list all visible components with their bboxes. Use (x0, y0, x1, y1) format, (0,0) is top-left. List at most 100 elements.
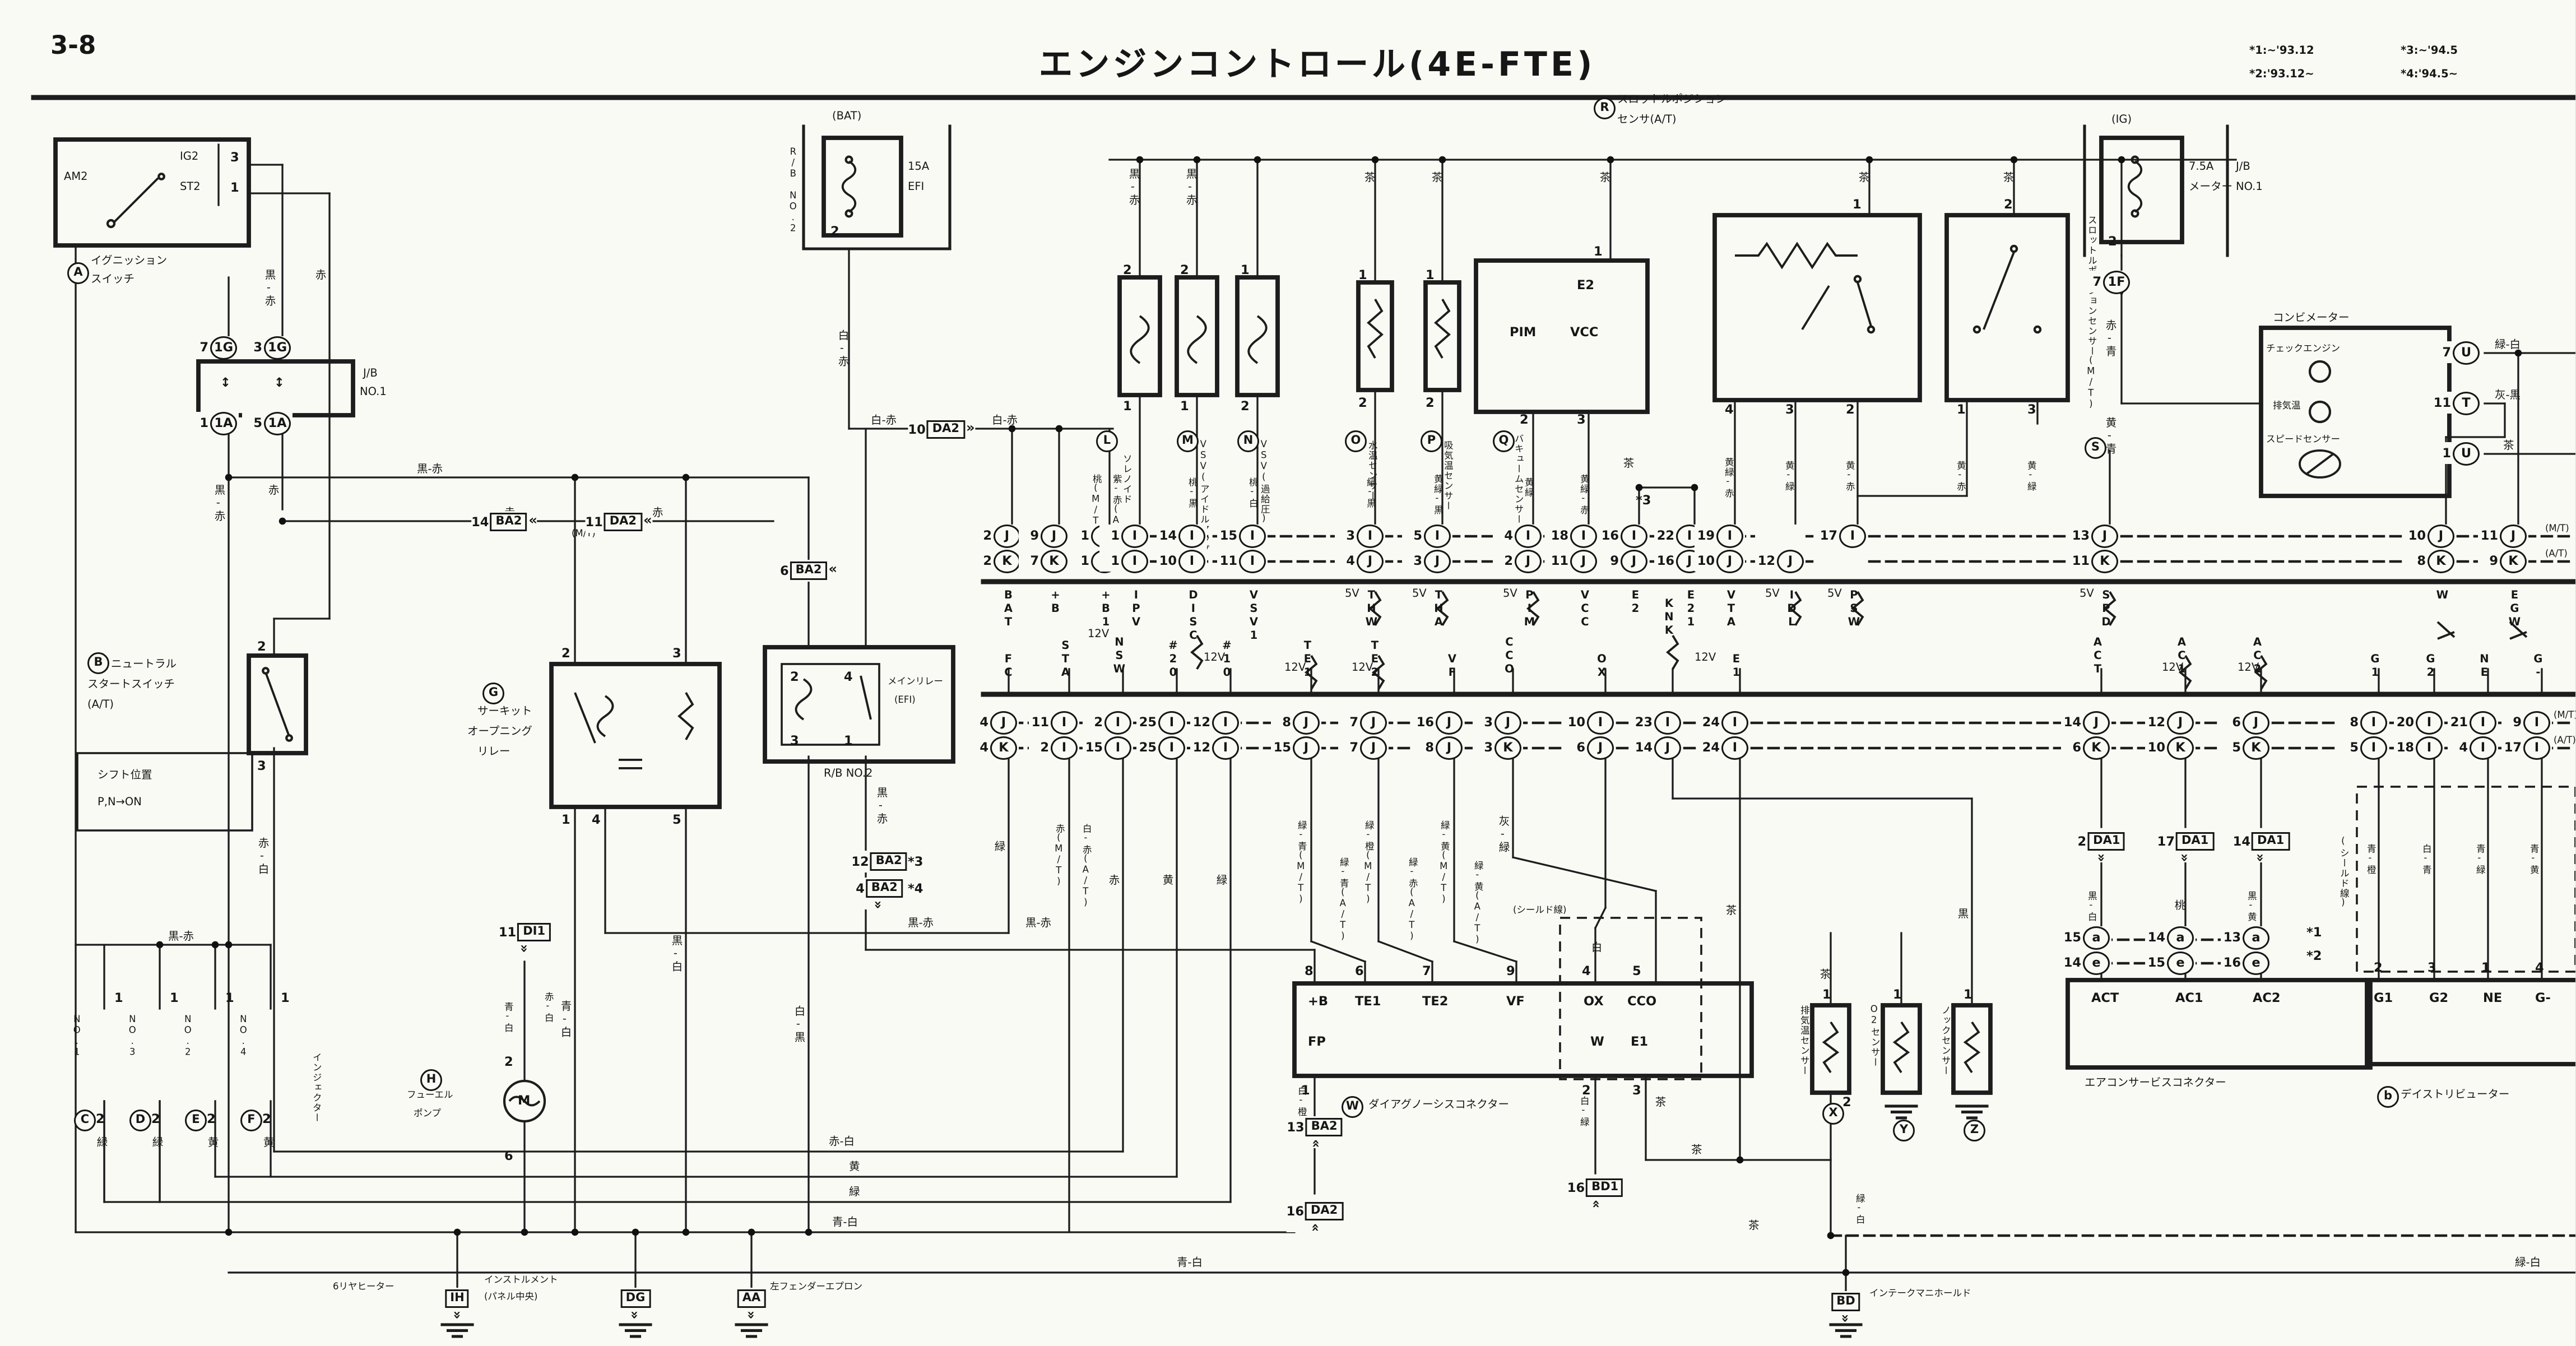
text-label: 2 (1846, 402, 1855, 417)
connector-oval: J (1436, 710, 1463, 734)
text-label: バキュームセンサー (1512, 434, 1523, 525)
text-label: 緑-黄(M/T) (1438, 820, 1449, 906)
text-label: PIM (1510, 324, 1537, 340)
text-label: 茶 (1691, 1143, 1702, 1157)
text-label: 2 (1358, 395, 1367, 410)
text-label: 緑 (1213, 874, 1227, 886)
component-box (2066, 978, 2373, 1070)
text-label: 4 (592, 812, 601, 827)
connector-oval: I (1357, 523, 1384, 547)
connector-oval: J (2428, 523, 2454, 547)
text-label: 緑-白 (2495, 338, 2521, 351)
text-label: 黄-赤 (1844, 461, 1854, 492)
connector-oval: I (1570, 523, 1597, 547)
text-label: FC (1001, 652, 1015, 679)
text-label: 青-橙 (2365, 844, 2375, 875)
connector-oval: I (1051, 735, 1078, 759)
symbol-path (596, 695, 614, 737)
text-label: 黄-緑 (2025, 461, 2036, 492)
junction-dot (632, 1228, 639, 1236)
connector-number: 14 (471, 514, 489, 530)
pin-number: 5 (1413, 528, 1422, 543)
symbol-path (2305, 453, 2334, 475)
text-label: ↕ (220, 375, 231, 390)
pin-number: 2 (983, 528, 992, 543)
text-label: エアコンサービスコネクター (2085, 1076, 2226, 1089)
arrow-icon: « (1589, 1199, 1604, 1209)
text-label: NSW (1112, 635, 1126, 676)
text-label: 1 (114, 990, 123, 1005)
pin-number: 12 (1757, 553, 1775, 568)
connector-oval: I (1654, 710, 1681, 734)
text-label: シフト位置 (98, 768, 152, 782)
text-label: 1 (844, 733, 853, 748)
text-label: E2 (1628, 588, 1642, 615)
text-label: 黄 (260, 1136, 274, 1148)
pin-number: 13 (2223, 930, 2241, 945)
text-label: 排気温センサー (1798, 1005, 1809, 1076)
pin-number: 8 (2350, 714, 2359, 730)
text-label: 黄-赤 (1955, 461, 1965, 492)
connector-oval: I (2416, 710, 2443, 734)
text-label: 4 (1582, 963, 1591, 978)
text-label: G- (2531, 652, 2545, 679)
arrow-icon: « (1308, 1139, 1324, 1148)
junction-dot (225, 474, 233, 481)
connector-oval: J (990, 710, 1017, 734)
connector-oval: I (1239, 549, 1266, 573)
symbol-path (1187, 315, 1207, 364)
component-box (1292, 981, 1754, 1078)
symbol-circle (844, 155, 853, 164)
pin-number: 4 (1346, 553, 1355, 568)
text-label: R/B NO.2 (824, 767, 873, 780)
connector-number: 11 (498, 925, 517, 940)
text-label: 2 (1582, 1083, 1591, 1098)
pin-number: 14 (1159, 528, 1177, 543)
connector-oval: I (1212, 735, 1239, 759)
text-label: 5V (1345, 587, 1359, 600)
component-letter-badge: b (2377, 1086, 2399, 1108)
connector-number: 12 (851, 854, 869, 869)
pin-number: 24 (1702, 714, 1720, 730)
text-label: 白-青 (2420, 844, 2431, 875)
connector-code: DI1 (518, 922, 551, 942)
symbol-path (1247, 315, 1268, 364)
text-label: EFI (908, 180, 925, 193)
junction-dot (225, 941, 233, 949)
text-label: G2 (2424, 652, 2438, 679)
text-label: VSV(過給圧) (1259, 440, 1269, 526)
symbol-path (1367, 299, 1384, 359)
pin-number: 14 (2063, 955, 2081, 970)
text-label: 6 (504, 1148, 513, 1163)
inline-connector: BD« (1831, 1291, 1860, 1324)
text-label: (シールド線) (1513, 906, 1567, 916)
pin-number: 12 (2147, 714, 2165, 730)
text-label: 3 (257, 758, 266, 773)
symbol-circle (1853, 275, 1862, 284)
text-label: 12V (1088, 627, 1110, 640)
text-label: 4 (844, 669, 853, 684)
junction-dot (2010, 156, 2018, 164)
text-label: 2 (2004, 197, 2013, 212)
text-label: AC2 (2253, 990, 2281, 1005)
arrow-icon: « (1308, 1223, 1324, 1232)
text-label: 茶 (1596, 171, 1610, 183)
text-label: 黒-白 (669, 935, 683, 973)
arrow-icon: « (643, 513, 652, 528)
